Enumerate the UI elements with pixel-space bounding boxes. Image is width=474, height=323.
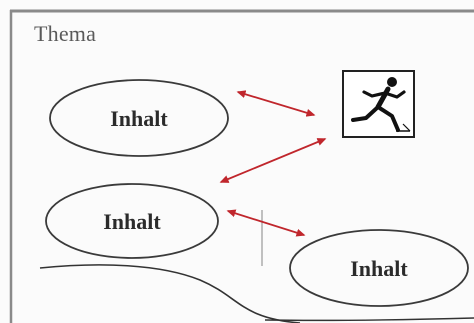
diagram-title: Thema [34,21,97,46]
running-person-icon [342,70,415,138]
node-inhalt-1-label: Inhalt [110,106,168,131]
node-inhalt-3-label: Inhalt [350,256,408,281]
connection-inhalt-2-to-inhalt-3 [226,209,306,237]
node-inhalt-2-label: Inhalt [103,209,161,234]
node-inhalt-1: Inhalt [49,79,229,157]
node-inhalt-2: Inhalt [45,183,219,259]
node-inhalt-3-ellipse [289,229,469,307]
node-inhalt-3: Inhalt [289,229,469,307]
boundary-curve-bottom [264,317,474,322]
node-inhalt-2-ellipse [45,183,219,259]
connection-inhalt-2-to-icon [219,138,327,183]
boundary-curve [39,264,301,323]
connection-inhalt-1-to-icon [236,90,316,117]
node-inhalt-1-ellipse [49,79,229,157]
